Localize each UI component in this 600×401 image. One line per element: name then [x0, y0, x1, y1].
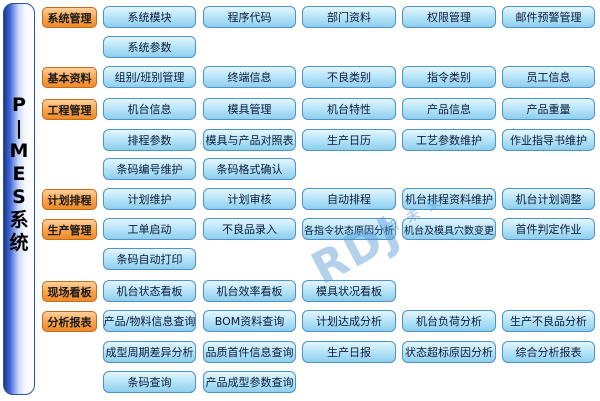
menu-item-comprehensive-report[interactable]: 综合分析报表: [502, 341, 595, 363]
menu-item-machine-characteristics[interactable]: 机台特性: [302, 98, 396, 120]
category-basic-data[interactable]: 基本资料: [42, 67, 97, 88]
menu-item-barcode-query[interactable]: 条码查询: [103, 371, 196, 393]
menu-item-machine-info[interactable]: 机台信息: [103, 98, 196, 120]
menu-item-production-defect-analysis[interactable]: 生产不良品分析: [502, 310, 595, 332]
menu-item-product-weight[interactable]: 产品重量: [502, 98, 595, 120]
sidebar-title-char: 统: [9, 232, 29, 254]
menu-item-mold-status-board[interactable]: 模具状况看板: [302, 280, 396, 302]
menu-item-barcode-format-confirm[interactable]: 条码格式确认: [203, 158, 296, 180]
sidebar-title-char: P: [12, 94, 26, 116]
menu-item-instruction-category[interactable]: 指令类别: [402, 66, 496, 88]
menu-item-plan-review[interactable]: 计划审核: [203, 188, 296, 210]
category-shopfloor-board[interactable]: 现场看板: [42, 281, 97, 302]
menu-item-department-data[interactable]: 部门资料: [302, 6, 396, 28]
menu-item-defect-category[interactable]: 不良类别: [302, 66, 396, 88]
menu-item-plan-maintenance[interactable]: 计划维护: [103, 188, 196, 210]
menu-item-cycle-variance-analysis[interactable]: 成型周期差异分析: [103, 341, 196, 363]
menu-item-production-calendar[interactable]: 生产日历: [302, 129, 396, 151]
menu-item-product-molding-parameter-query[interactable]: 产品成型参数查询: [203, 371, 296, 393]
menu-item-status-overlimit-analysis[interactable]: 状态超标原因分析: [402, 341, 496, 363]
sidebar-title-char: M: [9, 140, 29, 162]
category-analysis-reports[interactable]: 分析报表: [42, 311, 97, 332]
menu-item-group-shift-management[interactable]: 组别/班别管理: [103, 66, 196, 88]
menu-item-product-info[interactable]: 产品信息: [402, 98, 496, 120]
sidebar-title-char: |: [15, 117, 23, 139]
menu-item-work-order-start[interactable]: 工单启动: [103, 218, 196, 240]
menu-item-machine-plan-adjustment[interactable]: 机台计划调整: [502, 188, 595, 210]
menu-item-machine-efficiency-board[interactable]: 机台效率看板: [203, 280, 296, 302]
menu-item-scheduling-parameters[interactable]: 排程参数: [103, 129, 196, 151]
menu-item-mold-product-mapping[interactable]: 模具与产品对照表: [203, 129, 296, 151]
menu-item-machine-status-board[interactable]: 机台状态看板: [103, 280, 196, 302]
menu-item-work-instruction-maintenance[interactable]: 作业指导书维护: [502, 129, 595, 151]
sidebar-title-char: E: [12, 163, 26, 185]
sidebar-title-char: S: [12, 186, 26, 208]
menu-item-plan-achievement-analysis[interactable]: 计划达成分析: [302, 310, 396, 332]
menu-item-barcode-auto-print[interactable]: 条码自动打印: [103, 248, 196, 270]
menu-item-first-article-quality-query[interactable]: 品质首件信息查询: [203, 341, 296, 363]
menu-item-program-code[interactable]: 程序代码: [203, 6, 296, 28]
menu-item-system-module[interactable]: 系统模块: [103, 6, 196, 28]
pmes-system-sidebar: P | M E S 系 统: [3, 3, 35, 395]
menu-item-terminal-info[interactable]: 终端信息: [203, 66, 296, 88]
menu-item-barcode-number-maintenance[interactable]: 条码编号维护: [103, 158, 196, 180]
menu-item-mail-alert-management[interactable]: 邮件预警管理: [502, 6, 595, 28]
menu-item-instruction-status-analysis[interactable]: 各指令状态原因分析: [302, 218, 396, 240]
menu-item-product-material-query[interactable]: 产品/物料信息查询: [103, 310, 196, 332]
menu-item-employee-info[interactable]: 员工信息: [502, 66, 595, 88]
menu-item-system-parameters[interactable]: 系统参数: [103, 36, 196, 58]
menu-item-mold-management[interactable]: 模具管理: [203, 98, 296, 120]
menu-item-auto-scheduling[interactable]: 自动排程: [302, 188, 396, 210]
menu-item-production-daily-report[interactable]: 生产日报: [302, 341, 396, 363]
category-system-management[interactable]: 系统管理: [42, 7, 97, 28]
menu-item-permission-management[interactable]: 权限管理: [402, 6, 496, 28]
menu-item-bom-query[interactable]: BOM资料查询: [203, 310, 296, 332]
menu-item-process-parameter-maintenance[interactable]: 工艺参数维护: [402, 129, 496, 151]
menu-item-machine-schedule-maintenance[interactable]: 机台排程资料维护: [402, 188, 496, 210]
menu-item-machine-load-analysis[interactable]: 机台负荷分析: [402, 310, 496, 332]
category-production-management[interactable]: 生产管理: [42, 219, 97, 240]
sidebar-title: P | M E S 系 统: [4, 94, 34, 255]
category-engineering-management[interactable]: 工程管理: [42, 99, 97, 120]
menu-item-defect-entry[interactable]: 不良品录入: [203, 218, 296, 240]
sidebar-title-char: 系: [9, 209, 29, 231]
menu-item-first-article-judgment[interactable]: 首件判定作业: [502, 218, 595, 240]
menu-item-machine-mold-cavity-change[interactable]: 机台及模具穴数变更: [402, 218, 496, 240]
category-planning-scheduling[interactable]: 计划排程: [42, 189, 97, 210]
